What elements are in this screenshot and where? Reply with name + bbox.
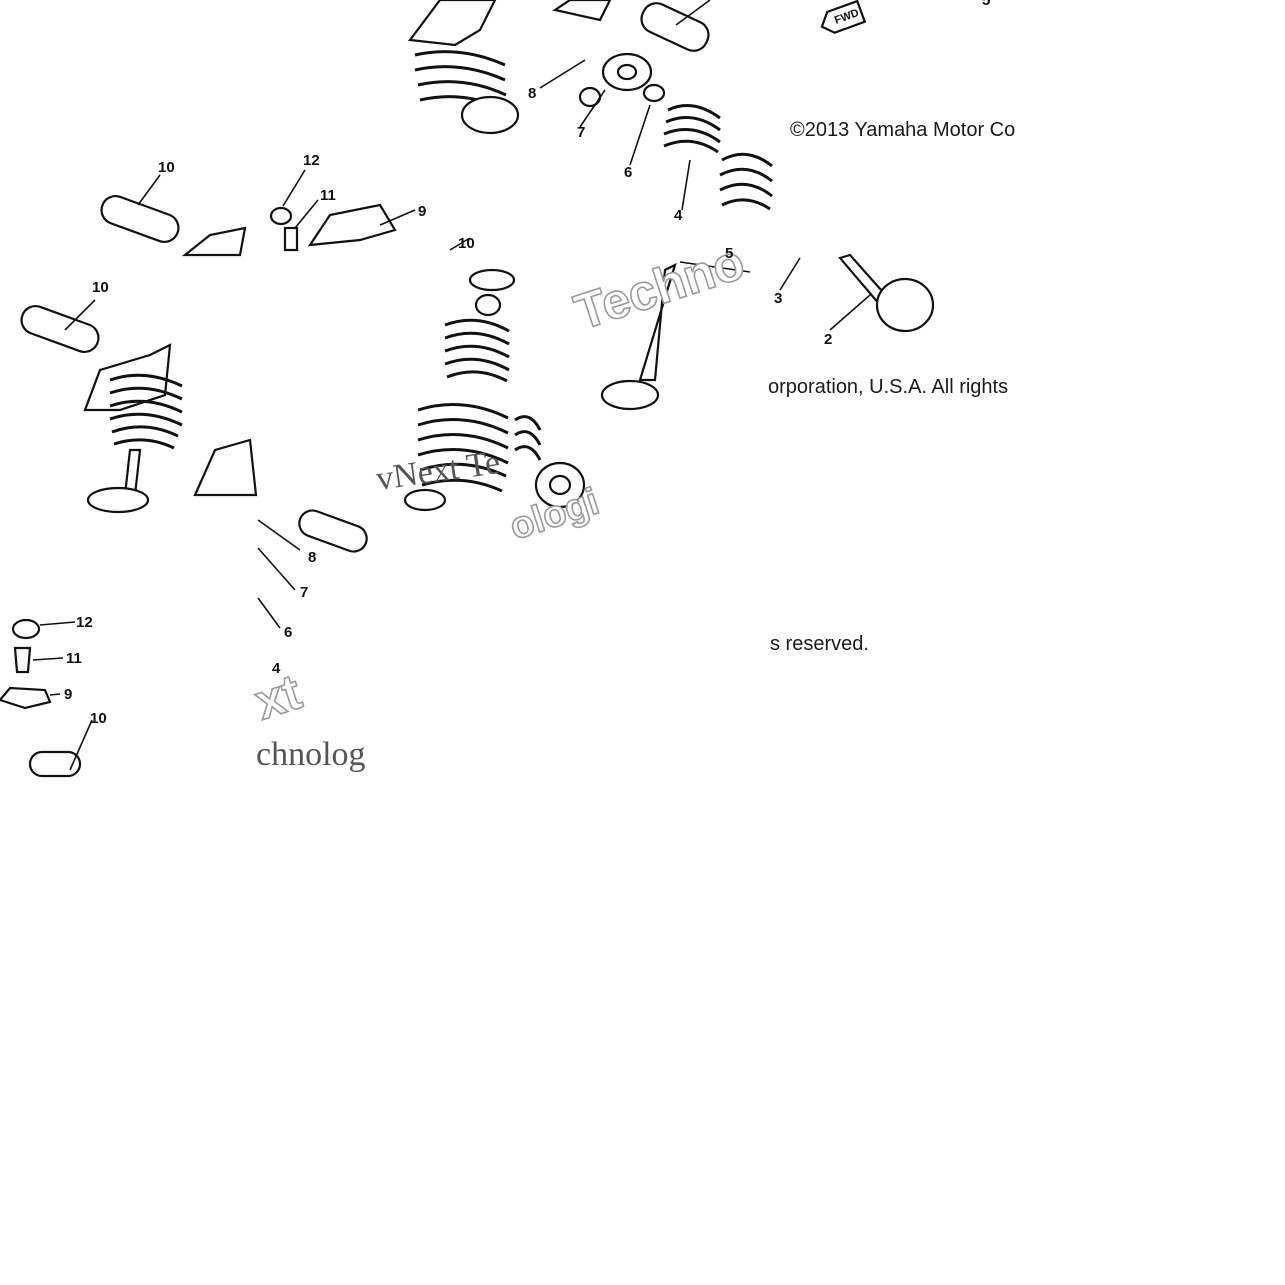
adjuster-screw-shape: [13, 646, 32, 674]
watermark-text: chnolog: [256, 736, 366, 773]
part-number: 12: [303, 152, 320, 169]
part-number: 5: [725, 245, 733, 262]
tile-right-mid: [600, 253, 935, 411]
rocker-shaft-shape: [20, 305, 100, 353]
part-number: 6: [624, 164, 632, 181]
part-number: 9: [418, 203, 426, 220]
valve-spring-shape: [414, 50, 507, 112]
valve-stem-shape: [638, 262, 677, 382]
valve-spring-shape: [109, 373, 183, 450]
outer-spring-shape: [719, 152, 773, 211]
retainer-hole-shape: [616, 63, 638, 81]
valve-head-shape: [600, 379, 660, 411]
outer-spring-shape: [417, 403, 509, 493]
part-number: 11: [66, 650, 82, 667]
copyright-line-3: s reserved.: [770, 633, 869, 655]
part-number: 3: [774, 290, 782, 307]
tile-top-rocker: [407, 0, 520, 135]
copyright-line-1: ©2013 Yamaha Motor Co: [790, 119, 1015, 141]
part-number: 10: [158, 159, 175, 176]
retainer-shape: [468, 268, 516, 292]
tile-left-lower: [20, 299, 258, 514]
part-number: 4: [272, 660, 281, 677]
part-number: 10: [458, 235, 475, 252]
tile-top-right: [539, 0, 867, 211]
part-number: 10: [90, 710, 107, 727]
part-number: 2: [824, 331, 832, 348]
part-number: 9: [64, 686, 72, 703]
rocker-arm-shape: [307, 203, 397, 247]
part-number: 10: [92, 279, 109, 296]
part-number: 6: [284, 624, 292, 641]
outer-spring-shape: [514, 415, 542, 461]
rocker-arm-shape: [193, 438, 258, 497]
part-number: 7: [577, 124, 585, 141]
rocker-arm-shape: [552, 0, 612, 22]
locknut-shape: [269, 206, 293, 226]
rocker-arm-shape: [407, 0, 497, 47]
collet-shape: [578, 86, 602, 108]
rocker-arm-shape: [181, 226, 247, 257]
tile-center-bottom: [257, 509, 368, 629]
part-number: 4: [674, 207, 683, 224]
rocker-shaft-shape: [28, 750, 82, 778]
rocker-shaft-shape: [298, 509, 368, 553]
copyright-line-2: orporation, U.S.A. All rights: [768, 376, 1008, 398]
part-number: 11: [320, 187, 336, 204]
part-number: 7: [300, 584, 308, 601]
spring-seat-shape: [403, 488, 447, 512]
seal-shape: [474, 293, 502, 317]
locknut-shape: [11, 618, 41, 640]
part-number: 8: [308, 549, 316, 566]
tile-left-upper: [100, 174, 247, 257]
seal-shape: [642, 83, 666, 103]
rocker-arm-shape: [0, 686, 52, 710]
part-number: 12: [76, 614, 93, 631]
rocker-shaft-shape: [100, 195, 180, 243]
rocker-arm-shape: [83, 343, 172, 412]
valve-head-shape: [460, 95, 520, 135]
watermark-text: vNext Te: [374, 444, 502, 498]
tile-center-upper: [269, 169, 416, 252]
valve-head-shape: [875, 277, 935, 333]
rocker-shaft-shape: [640, 2, 710, 52]
tile-left-bottom: [0, 618, 93, 778]
inner-spring-shape: [663, 104, 721, 154]
fwd-arrow: [820, 0, 867, 34]
retainer-hole-shape: [548, 474, 572, 496]
inner-spring-shape: [444, 318, 510, 383]
adjuster-screw-shape: [283, 226, 299, 252]
part-number: 5: [982, 0, 990, 9]
valve-head-shape: [86, 486, 150, 514]
part-number: 8: [528, 85, 536, 102]
tile-center-lower: [403, 237, 586, 512]
